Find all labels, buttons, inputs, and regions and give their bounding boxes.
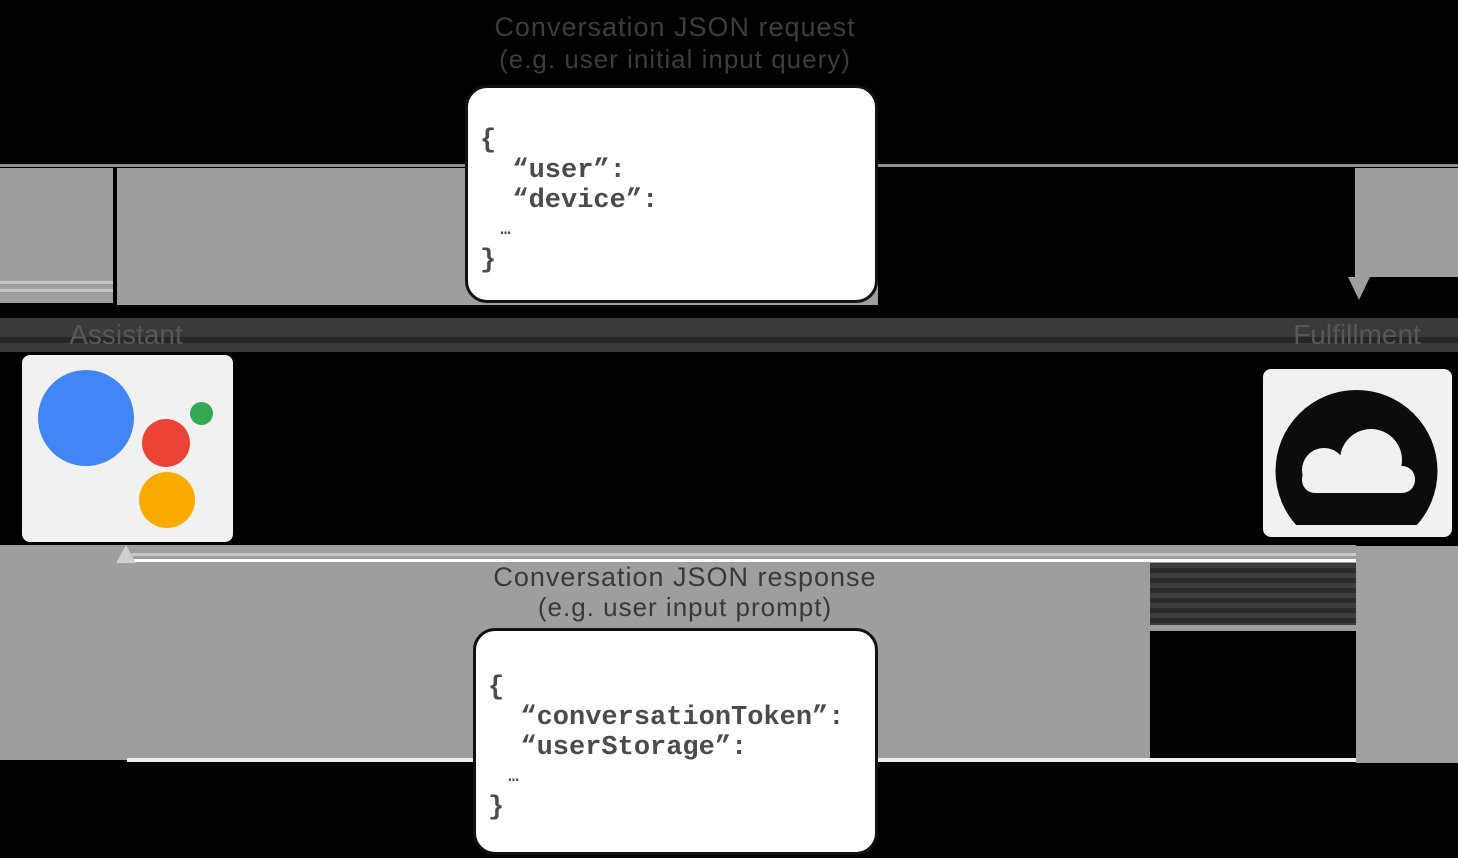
assistant-logo-blue-dot	[38, 370, 134, 466]
response-json-box: { “conversationToken”: “userStorage”: … …	[473, 628, 878, 855]
code-line: {	[480, 126, 497, 156]
request-arrow-segment-right	[1355, 168, 1458, 277]
code-line-ellipsis: …	[480, 221, 511, 240]
assistant-logo-yellow-dot	[139, 472, 195, 528]
response-flow-title: Conversation JSON response	[493, 562, 877, 592]
response-arrow-highlight-line	[132, 559, 1356, 562]
request-arrowhead-down-icon	[1348, 277, 1370, 300]
code-line-ellipsis: …	[488, 768, 519, 787]
code-line: “device”:	[480, 186, 659, 216]
code-line: “userStorage”:	[488, 733, 748, 763]
request-flow-subtitle: (e.g. user initial input query)	[499, 44, 851, 74]
code-line: }	[480, 246, 497, 276]
node-label-band	[0, 318, 1458, 352]
cloud-icon	[1275, 390, 1438, 525]
code-line: {	[488, 673, 505, 703]
response-arrow-strip	[1150, 625, 1356, 631]
response-arrowhead-up-icon	[116, 545, 136, 563]
request-arrow-segment-left	[0, 168, 113, 303]
request-arrow-stripe	[0, 281, 113, 284]
response-arrow-dark-patch	[1150, 563, 1356, 625]
assistant-logo-green-dot	[190, 402, 213, 425]
assistant-logo-red-dot	[142, 419, 190, 467]
code-line: “conversationToken”:	[488, 703, 845, 733]
assistant-node-label: Assistant	[69, 319, 183, 350]
fulfillment-node-card	[1263, 369, 1452, 537]
assistant-node-card	[22, 355, 233, 542]
request-flow-title: Conversation JSON request	[494, 12, 856, 42]
response-arrow-segment-right	[1356, 546, 1458, 763]
request-json-box: { “user”: “device”: … }	[465, 85, 878, 303]
request-arrow-stripe	[0, 289, 113, 292]
response-arrow-highlight-line	[132, 553, 1356, 556]
code-line: “user”:	[480, 156, 626, 186]
response-flow-subtitle: (e.g. user input prompt)	[537, 592, 833, 622]
fulfillment-node-label: Fulfillment	[1293, 319, 1421, 350]
node-label-band-shadow	[0, 337, 1458, 343]
code-line: }	[488, 793, 505, 823]
